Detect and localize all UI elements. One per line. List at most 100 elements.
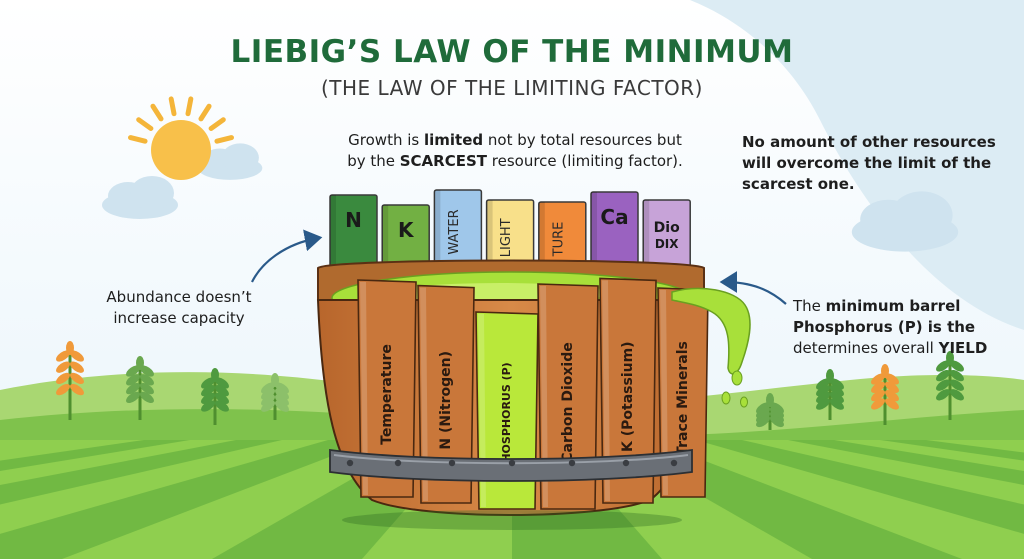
front-stave-label: N (Nitrogen) <box>438 351 454 450</box>
plant-leaf <box>936 379 950 391</box>
field-stripe <box>0 440 374 559</box>
plant-leaf <box>950 360 964 372</box>
plant-leaf <box>56 383 70 396</box>
back-stave-shade <box>382 205 389 300</box>
cloud-icon <box>102 176 178 219</box>
front-stave-shine <box>660 290 668 495</box>
plant-leaf <box>126 391 140 404</box>
front-stave: K (Potassium) <box>599 277 657 504</box>
plant-leaf <box>140 382 154 395</box>
plant-leaf <box>215 392 229 404</box>
front-stave-board <box>599 277 657 504</box>
back-stave-label: K <box>398 218 415 242</box>
back-stave-label: DIX <box>655 237 679 251</box>
plant-leaf <box>871 398 885 410</box>
plant-leaf <box>830 378 844 390</box>
front-stave: Carbon Dioxide <box>537 283 599 510</box>
cloud-puff <box>130 176 174 210</box>
plant-leaf <box>261 400 275 412</box>
plant-leaf <box>275 400 289 412</box>
back-stave-shade <box>330 195 336 300</box>
sprout-icon <box>201 368 229 425</box>
plant-leaf <box>830 391 844 404</box>
plant-leaf <box>275 382 289 394</box>
back-stave-label: WATER <box>447 209 462 254</box>
back-stave-shade <box>538 202 545 300</box>
plant-top <box>136 356 144 370</box>
plant-top <box>211 368 219 382</box>
sun-ray <box>185 96 194 117</box>
front-stave-shine <box>360 282 368 495</box>
field-stripe <box>0 440 282 505</box>
plant-top <box>946 351 954 365</box>
front-stave: N (Nitrogen) <box>417 284 475 504</box>
plant-leaf <box>885 390 899 402</box>
plant-leaf <box>215 385 229 397</box>
back-stave-shade <box>434 190 441 300</box>
back-stave-shade <box>486 200 493 300</box>
plant-leaf <box>201 400 215 412</box>
hoop-rivet <box>670 459 678 467</box>
plant-leaf <box>70 361 84 373</box>
wheat-icon <box>56 341 84 420</box>
plant-top <box>271 373 279 387</box>
plant-leaf <box>885 373 899 385</box>
front-stave-board <box>357 279 417 498</box>
plant-leaf <box>126 382 140 395</box>
water-spill <box>671 287 751 408</box>
plant-leaf <box>56 372 70 385</box>
hoop-rivet <box>346 459 354 467</box>
plant-top <box>766 393 774 407</box>
front-stave-label: K (Potassium) <box>620 341 636 452</box>
back-stave-label: Ca <box>600 205 628 229</box>
front-stave-board <box>417 284 475 504</box>
plant-leaf <box>275 394 289 406</box>
plant-leaf <box>140 374 154 386</box>
cloud-puff <box>891 191 953 239</box>
plant-leaf <box>816 385 830 397</box>
plant-leaf <box>261 394 275 406</box>
plant-leaf <box>261 382 275 394</box>
sprout-icon <box>756 393 784 430</box>
water-drop <box>740 396 748 408</box>
page-subtitle: (THE LAW OF THE LIMITING FACTOR) <box>321 76 703 100</box>
plant-leaf <box>871 390 885 402</box>
back-stave-label: Dio <box>654 220 680 236</box>
back-stave-label: LIGHT <box>499 218 514 257</box>
hoop-rivet <box>394 459 402 467</box>
plant-leaf <box>261 388 275 400</box>
sprout-icon <box>261 373 289 420</box>
cloud-icon <box>197 143 263 180</box>
front-stave: Temperature <box>357 279 417 498</box>
sun-disc <box>151 120 211 180</box>
hoop-rivet <box>448 459 456 467</box>
sun-ray <box>208 117 226 131</box>
sky-patch <box>690 0 1024 330</box>
plant-leaf <box>126 365 140 377</box>
principle-text: Growth is limited not by total resources… <box>347 131 683 170</box>
sun-icon <box>128 96 234 180</box>
sun-ray <box>150 103 164 122</box>
back-stave-label: N <box>345 208 362 232</box>
arrow-icon <box>719 271 787 305</box>
abundance-text: Abundance doesn’t increase capacity <box>106 288 252 327</box>
hoop-rivet <box>508 459 516 467</box>
plant-leaf <box>936 360 950 372</box>
plant-leaf <box>70 350 84 362</box>
hoop-rivet <box>622 459 630 467</box>
plant-leaf <box>885 381 899 393</box>
front-stave-shine <box>540 286 548 507</box>
back-stave-label: TURE <box>551 222 566 258</box>
field-stripe <box>0 440 190 472</box>
plant-leaf <box>140 365 154 377</box>
barrel-shadow <box>342 510 682 530</box>
plant-leaf <box>950 369 964 382</box>
plant-leaf <box>885 398 899 410</box>
page-title: LIEBIG’S LAW OF THE MINIMUM <box>230 34 794 70</box>
plant-leaf <box>215 400 229 412</box>
plant-leaf <box>215 377 229 389</box>
plant-leaf <box>201 377 215 389</box>
sun-ray <box>214 135 234 144</box>
